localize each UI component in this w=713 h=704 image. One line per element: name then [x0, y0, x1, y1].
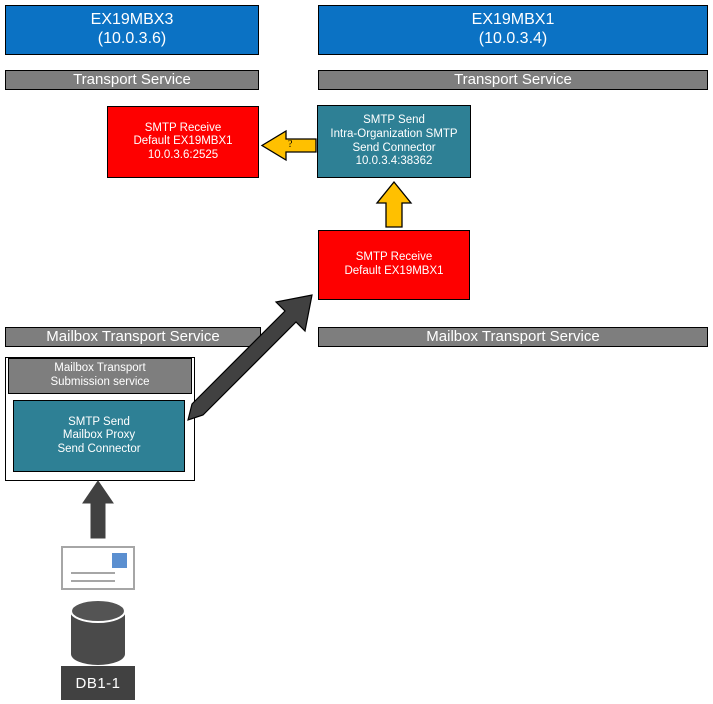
connector-box-smtp-send-intra-org: SMTP Send Intra-Organization SMTP Send C…: [317, 105, 471, 178]
transport-service-bar-right: Transport Service: [318, 70, 708, 90]
question-mark-label: ?: [288, 139, 293, 150]
connector-box-mailbox-proxy-send: SMTP Send Mailbox Proxy Send Connector: [13, 400, 185, 472]
yellow-arrow-up: [375, 180, 413, 228]
document-text-line: [71, 572, 115, 574]
server-box-ex19mbx3: EX19MBX3 (10.0.3.6): [5, 5, 259, 55]
transport-service-bar-left: Transport Service: [5, 70, 259, 90]
server-box-ex19mbx1: EX19MBX1 (10.0.3.4): [318, 5, 708, 55]
message-document-icon: [61, 546, 135, 590]
database-label: DB1-1: [61, 666, 135, 700]
mailbox-transport-submission-header: Mailbox Transport Submission service: [8, 358, 192, 394]
database-cylinder-icon: [70, 599, 126, 665]
mailbox-transport-service-bar-left: Mailbox Transport Service: [5, 327, 261, 347]
dark-diagonal-arrow: [187, 294, 313, 421]
connector-box-smtp-receive-right: SMTP Receive Default EX19MBX1: [318, 230, 470, 300]
connector-box-smtp-receive-left: SMTP Receive Default EX19MBX1 10.0.3.6:2…: [107, 106, 259, 178]
dark-arrow-up-from-document: [82, 480, 114, 539]
mailbox-transport-service-bar-right: Mailbox Transport Service: [318, 327, 708, 347]
document-accent-square: [112, 553, 127, 568]
document-text-line: [71, 580, 115, 582]
